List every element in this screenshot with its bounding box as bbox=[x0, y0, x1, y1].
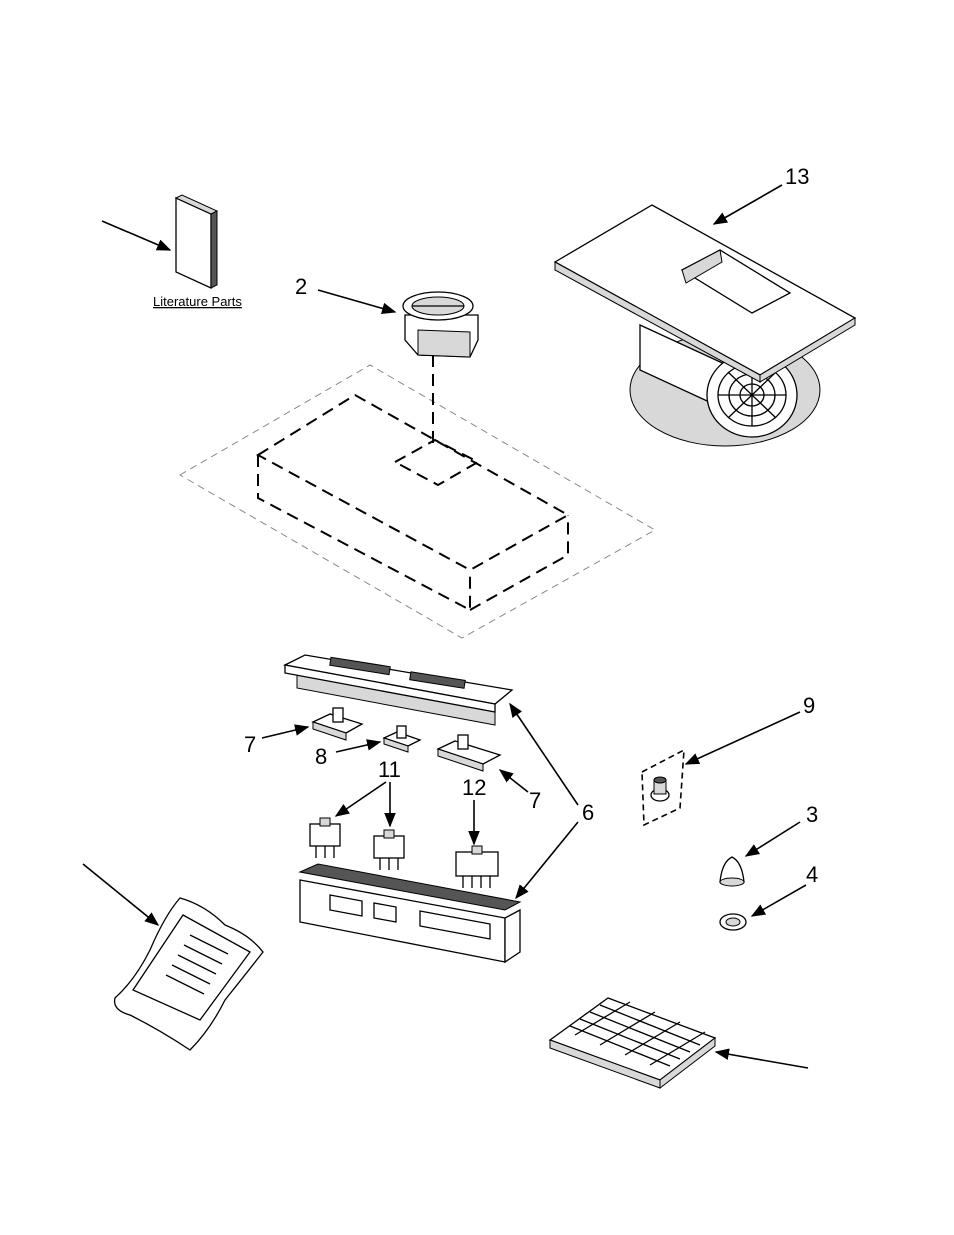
part-11-switch-center[interactable] bbox=[374, 830, 404, 870]
callout-7-left-arrow bbox=[262, 727, 308, 738]
hood-outline-dashed bbox=[180, 355, 655, 638]
part-7-knob-left[interactable] bbox=[313, 708, 362, 740]
callout-7-left: 7 bbox=[244, 732, 256, 757]
callout-9-arrow bbox=[686, 712, 800, 764]
callout-13: 13 bbox=[785, 164, 809, 189]
literature-parts-label: Literature Parts bbox=[153, 294, 242, 309]
callout-8: 8 bbox=[315, 744, 327, 769]
grease-filter-arrow bbox=[716, 1052, 808, 1068]
callout-7-right: 7 bbox=[529, 788, 541, 813]
callout-6-arrow-bottom bbox=[516, 822, 578, 898]
callout-6: 6 bbox=[582, 800, 594, 825]
callout-3-arrow bbox=[746, 822, 800, 856]
callout-11-arrow-left bbox=[336, 782, 386, 816]
literature-booklet[interactable] bbox=[176, 195, 217, 288]
instructions-arrow bbox=[83, 864, 158, 925]
callout-3: 3 bbox=[806, 802, 818, 827]
part-8-knob-small[interactable] bbox=[384, 726, 420, 752]
part-4-lens[interactable] bbox=[720, 914, 746, 930]
callout-6-arrow-top bbox=[510, 704, 578, 805]
callout-4-arrow bbox=[752, 885, 806, 916]
part-3-bulb[interactable] bbox=[720, 857, 744, 886]
part-9-lamp-socket[interactable] bbox=[642, 750, 684, 825]
callout-2-arrow bbox=[318, 290, 395, 312]
installation-instructions-packet[interactable] bbox=[115, 898, 263, 1050]
part-6-control-housing-bottom[interactable] bbox=[300, 864, 520, 962]
literature-arrow bbox=[102, 221, 170, 250]
callout-8-arrow bbox=[336, 742, 380, 752]
part-2-duct-adapter[interactable] bbox=[403, 292, 478, 357]
part-12-switch[interactable] bbox=[456, 846, 498, 888]
part-7-knob-right[interactable] bbox=[438, 735, 500, 771]
callout-2: 2 bbox=[295, 274, 307, 299]
part-13-blower-assembly[interactable] bbox=[555, 205, 855, 446]
part-11-switch-left[interactable] bbox=[310, 818, 340, 858]
callout-9: 9 bbox=[803, 693, 815, 718]
part-6-control-housing-top[interactable] bbox=[285, 655, 512, 725]
callout-7-right-arrow bbox=[500, 770, 528, 792]
callout-12: 12 bbox=[462, 775, 486, 800]
grease-filter[interactable] bbox=[550, 998, 715, 1088]
callout-13-arrow bbox=[714, 185, 782, 224]
callout-11: 11 bbox=[378, 757, 401, 782]
callout-4: 4 bbox=[806, 862, 818, 887]
